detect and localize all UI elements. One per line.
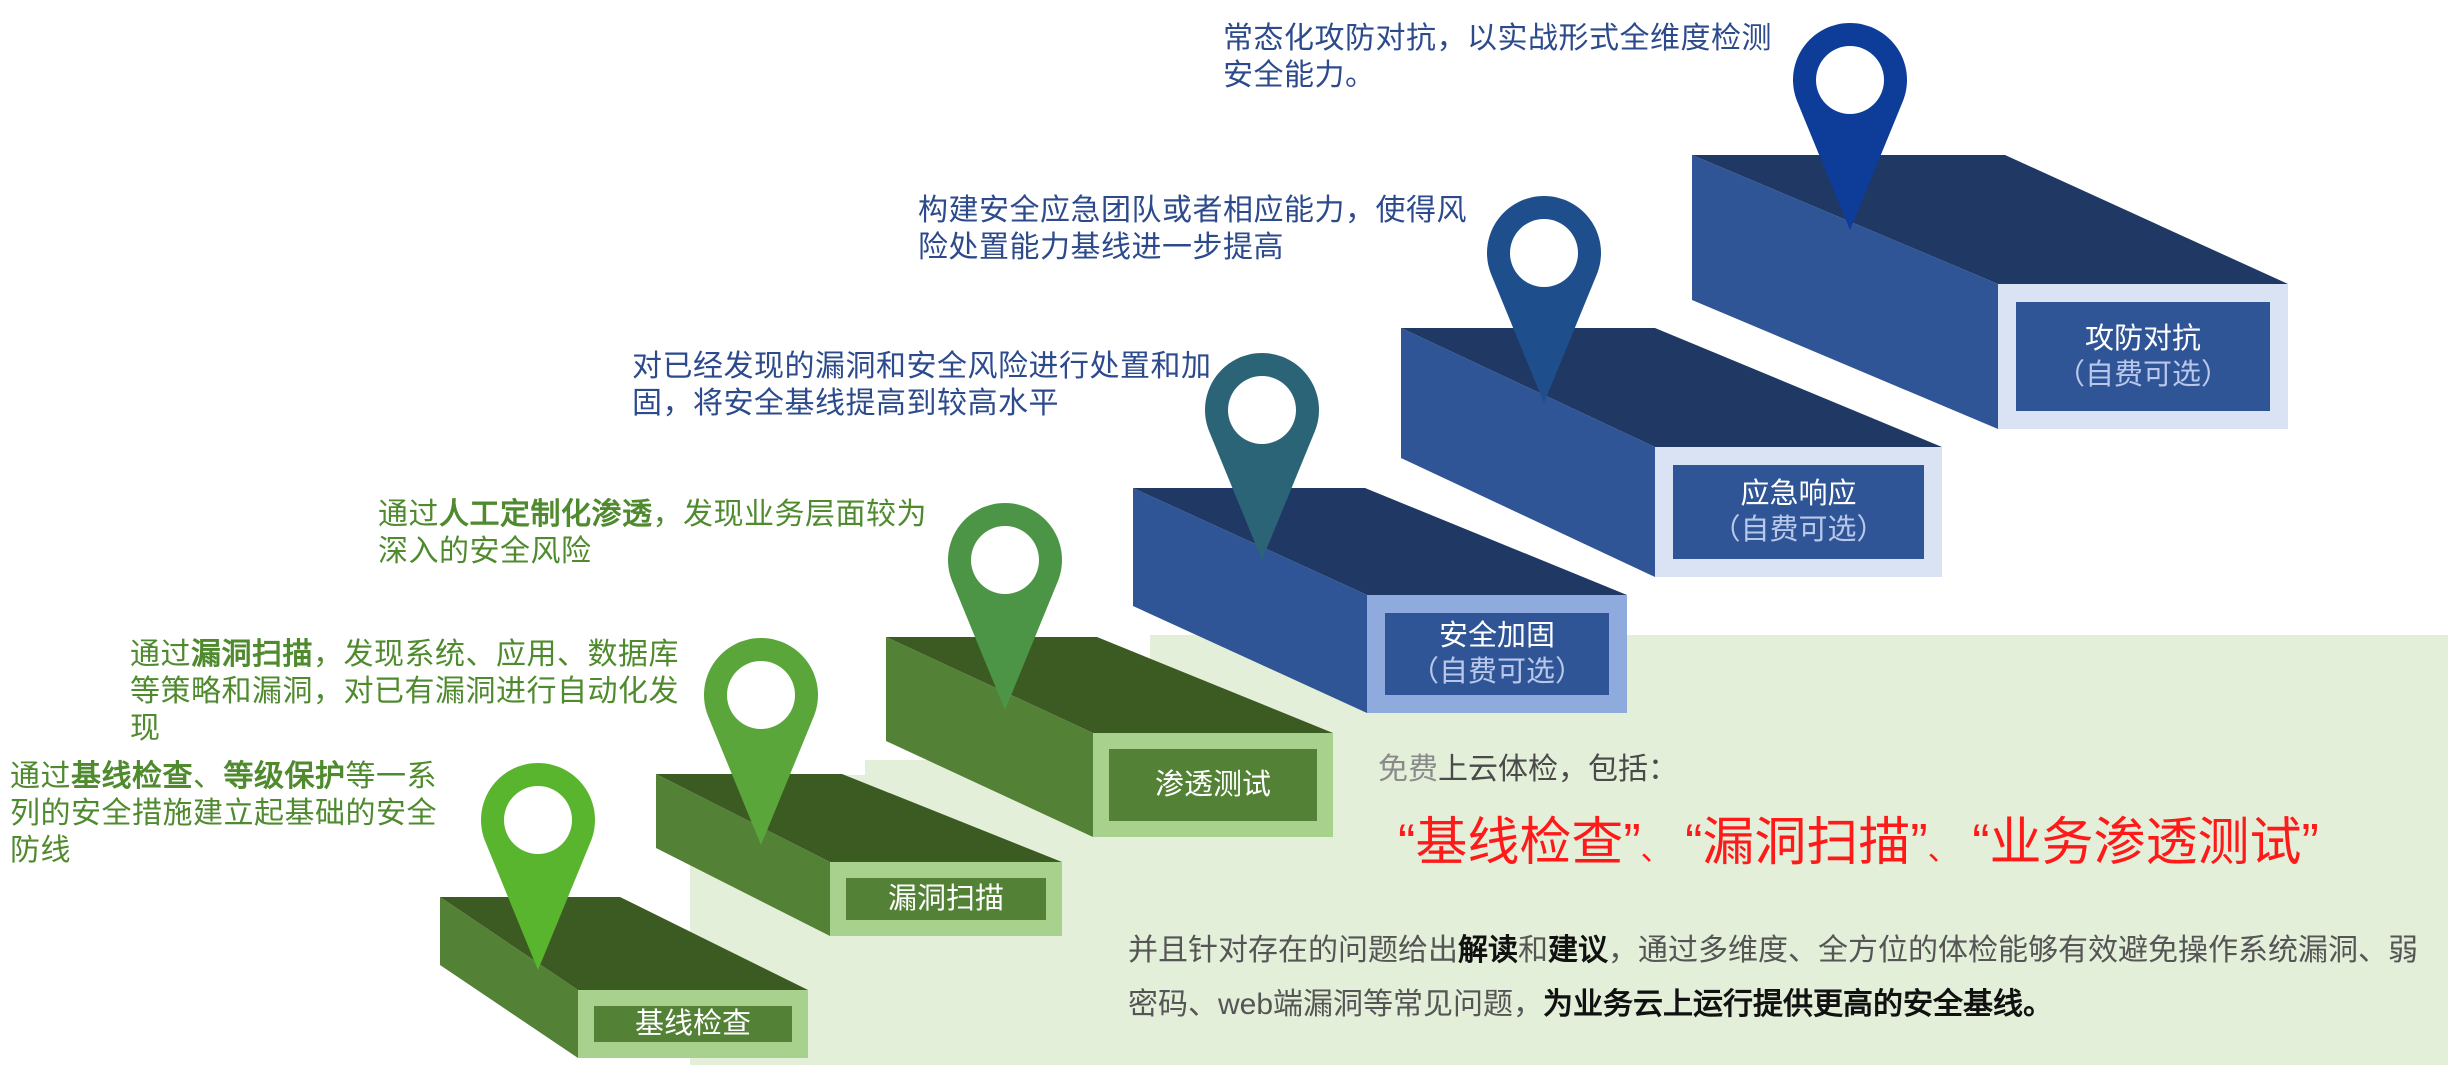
map-pin-icon [1792, 22, 1908, 231]
step-label-main: 安全加固 [1438, 620, 1555, 652]
free-checkup-intro: 免费上云体检，包括： [1378, 753, 1678, 786]
step-description: 通过人工定制化渗透，发现业务层面较为深入的安全风险 [378, 498, 927, 568]
step-label: 渗透测试 [1109, 749, 1317, 821]
step-label-sub: （自费可选） [2055, 358, 2230, 391]
step-label: 基线检查 [594, 1006, 792, 1042]
step-side-face [1692, 155, 1998, 429]
step-label-main: 渗透测试 [1154, 769, 1271, 801]
step-side-face [440, 897, 578, 1058]
step-block [1692, 155, 2288, 429]
free-checkup-description: 并且针对存在的问题给出解读和建议，通过多维度、全方位的体检能够有效避免操作系统漏… [1128, 934, 2418, 1021]
step-label: 应急响应 （自费可选） [1673, 465, 1924, 559]
free-checkup-items: “基线检查”、 “漏洞扫描”、 “业务渗透测试” [1398, 814, 2319, 872]
step-side-face [1133, 488, 1367, 713]
step-front-inner [846, 878, 1046, 920]
step-front-inner [1385, 613, 1609, 695]
free-item-vuln-scan: “漏洞扫描” [1685, 814, 1928, 872]
step-front-inner [594, 1006, 792, 1042]
step-block [886, 637, 1333, 837]
step-description: 通过漏洞扫描，发现系统、应用、数据库等策略和漏洞，对已有漏洞进行自动化发现 [130, 638, 679, 745]
step-label: 攻防对抗（自费可选） [2016, 302, 2270, 411]
step-description: 常态化攻防对抗，以实战形式全维度检测安全能力。 [1223, 22, 1772, 92]
step-front-inner [1109, 749, 1317, 821]
step-label-main: 攻防对抗 [2084, 322, 2201, 355]
step-description: 对已经发现的漏洞和安全风险进行处置和加固，将安全基线提高到较高水平 [632, 350, 1212, 420]
free-item-pentest: “业务渗透测试” [1972, 814, 2319, 872]
map-pin-icon [1205, 353, 1319, 560]
map-pin-icon [703, 637, 818, 845]
step-description: 通过基线检查、等级保护等一系列的安全措施建立起基础的安全防线 [10, 760, 437, 867]
step-label-main: 漏洞扫描 [887, 883, 1004, 915]
step-side-face [886, 637, 1093, 837]
step-front-inner [2016, 302, 2270, 411]
step-block [1133, 488, 1627, 713]
free-item-baseline: “基线检查” [1398, 814, 1641, 872]
free-checkup-background [690, 635, 2448, 1065]
step-label-sub: （自费可选） [1409, 656, 1584, 688]
map-pin-icon [1487, 196, 1601, 403]
step-front-inner [1673, 465, 1924, 559]
step-label: 安全加固 （自费可选） [1385, 613, 1609, 695]
step-label: 漏洞扫描 [846, 878, 1046, 920]
step-side-face [656, 774, 830, 936]
map-pin-icon [948, 503, 1062, 710]
map-pin-icon [481, 763, 595, 970]
step-label-sub: （自费可选） [1711, 514, 1886, 546]
step-description: 构建安全应急团队或者相应能力，使得风险处置能力基线进一步提高 [918, 194, 1467, 264]
step-label-main: 应急响应 [1740, 478, 1857, 510]
step-side-face [1401, 328, 1655, 577]
step-label-main: 基线检查 [634, 1008, 751, 1040]
